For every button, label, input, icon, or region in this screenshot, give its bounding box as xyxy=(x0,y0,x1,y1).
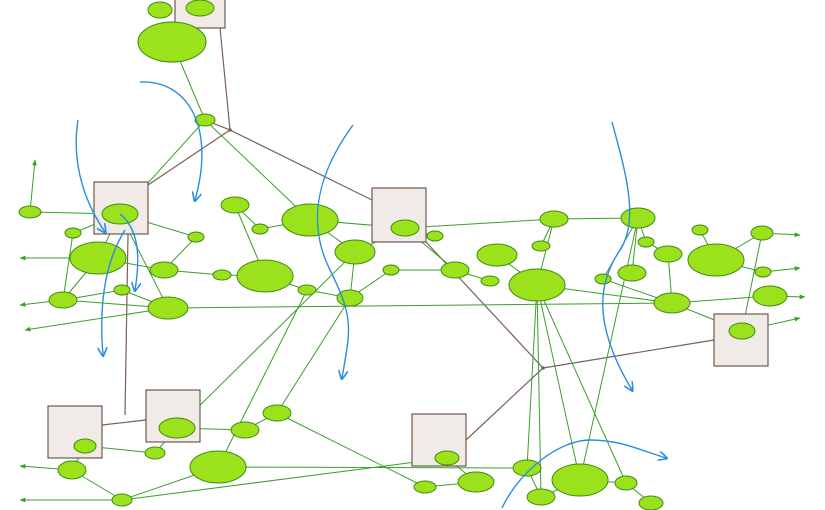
node xyxy=(620,207,656,229)
node xyxy=(230,421,260,439)
node xyxy=(57,460,87,480)
node xyxy=(526,488,556,506)
node xyxy=(297,284,317,296)
box-link xyxy=(101,419,147,426)
edge xyxy=(204,119,311,221)
box-link xyxy=(542,339,715,369)
node xyxy=(48,291,78,309)
flow-arrows xyxy=(75,81,666,509)
node xyxy=(457,471,495,493)
edge xyxy=(579,217,639,481)
flow-arrow xyxy=(501,439,666,509)
box-link xyxy=(219,27,231,131)
node xyxy=(653,292,691,314)
node xyxy=(426,230,444,242)
node xyxy=(262,404,292,422)
edge xyxy=(526,284,538,469)
flow-arrow xyxy=(75,119,105,232)
hub-point xyxy=(228,128,232,132)
flow-arrow xyxy=(139,81,203,200)
node xyxy=(69,241,127,275)
node xyxy=(251,223,269,235)
box xyxy=(713,313,769,367)
node xyxy=(614,475,638,491)
node xyxy=(531,240,551,252)
flow-arrow xyxy=(316,124,354,378)
node xyxy=(653,245,683,263)
node xyxy=(382,264,400,276)
node xyxy=(508,268,566,302)
node xyxy=(189,450,247,484)
edge xyxy=(276,412,426,488)
node xyxy=(512,459,542,477)
edge xyxy=(217,289,308,468)
node xyxy=(413,480,437,494)
node xyxy=(64,227,82,239)
edge xyxy=(276,297,351,414)
node xyxy=(638,495,664,510)
nodes xyxy=(18,0,788,510)
node xyxy=(194,113,216,127)
flow-arrow xyxy=(102,229,126,355)
edge xyxy=(404,218,555,229)
node xyxy=(281,203,339,237)
node xyxy=(728,322,756,340)
node xyxy=(691,224,709,236)
node xyxy=(434,450,460,466)
node xyxy=(476,243,518,267)
box-link xyxy=(147,129,231,186)
edge xyxy=(536,284,581,481)
node xyxy=(480,275,500,287)
node xyxy=(158,417,196,439)
node xyxy=(187,231,205,243)
edge xyxy=(167,302,673,309)
hub-point xyxy=(541,366,545,370)
edge xyxy=(536,284,542,498)
flow-arrow xyxy=(119,213,138,290)
node xyxy=(236,259,294,293)
node xyxy=(750,225,774,241)
node xyxy=(185,0,215,17)
node xyxy=(334,239,376,265)
box-link xyxy=(124,233,129,416)
node xyxy=(754,266,772,278)
node xyxy=(687,243,745,277)
node xyxy=(144,446,166,460)
node xyxy=(594,273,612,285)
node xyxy=(617,264,647,282)
flow-arrow xyxy=(602,121,632,390)
edge xyxy=(121,457,448,501)
edge xyxy=(62,232,74,301)
node xyxy=(149,261,179,279)
edge xyxy=(176,251,356,429)
node xyxy=(147,296,189,320)
node xyxy=(73,438,97,454)
node xyxy=(440,261,470,279)
node xyxy=(220,196,250,214)
node xyxy=(637,236,655,248)
outgoing-edge xyxy=(29,159,37,213)
node xyxy=(390,219,420,237)
node xyxy=(147,1,173,19)
node xyxy=(551,463,609,497)
node-edges xyxy=(29,41,771,504)
node xyxy=(212,269,232,281)
node xyxy=(137,21,207,63)
node xyxy=(111,493,133,507)
outgoing-edge xyxy=(24,307,169,332)
node xyxy=(539,210,569,228)
box-link xyxy=(229,129,373,201)
box-link xyxy=(465,367,544,441)
node xyxy=(18,205,42,219)
edge xyxy=(536,284,627,484)
node xyxy=(336,289,364,307)
node xyxy=(752,285,788,307)
node xyxy=(113,284,131,296)
